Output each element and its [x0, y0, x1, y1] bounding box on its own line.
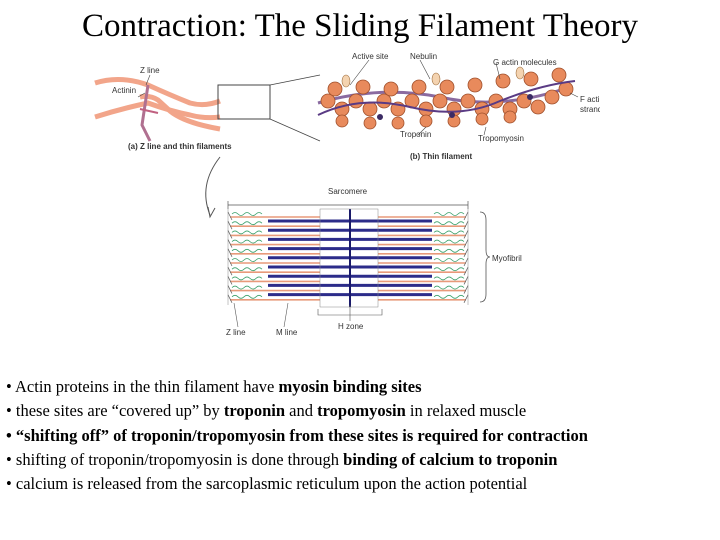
sarcomere-panel [227, 201, 491, 328]
titin-spring [231, 294, 263, 299]
label-panel-b: (b) Thin filament [410, 152, 473, 161]
titin-spring [231, 212, 263, 216]
bullet-item: • Actin proteins in the thin filament ha… [6, 377, 422, 396]
titin-spring [231, 230, 263, 235]
z-disc-mark [463, 276, 469, 285]
titin-spring [231, 221, 263, 226]
z-disc-mark [227, 248, 233, 257]
z-disc-mark [227, 294, 233, 303]
titin-spring [231, 267, 263, 272]
z-disc-mark [227, 276, 233, 285]
titin-spring [231, 248, 263, 253]
bullet-item: • calcium is released from the sarcoplas… [6, 474, 528, 494]
label-sarcomere: Sarcomere [328, 187, 368, 196]
label-myofibril: Myofibril [492, 254, 522, 263]
titin-spring [433, 294, 465, 299]
z-disc-mark [227, 211, 233, 221]
label-h-zone: H zone [338, 322, 364, 331]
titin-spring [231, 285, 263, 290]
z-disc-mark [463, 221, 469, 230]
h-zone-box [319, 208, 379, 308]
label-nebulin: Nebulin [410, 52, 437, 61]
titin-spring [433, 221, 465, 226]
label-active-site: Active site [352, 52, 389, 61]
titin-spring [433, 248, 465, 253]
label-troponin: Troponin [400, 130, 431, 139]
titin-spring [433, 258, 465, 262]
label-g-actin: G actin molecules [493, 58, 557, 67]
z-disc-mark [463, 248, 469, 257]
titin-spring [433, 230, 465, 235]
label-tropomyosin: Tropomyosin [478, 134, 524, 143]
z-disc-mark [227, 285, 233, 294]
z-line-panel [94, 74, 321, 219]
titin-spring [433, 267, 465, 272]
bullet-item: • these sites are “covered up” by tropon… [6, 401, 527, 421]
titin-spring [231, 276, 263, 281]
z-disc-mark [227, 221, 233, 230]
bullet-list: • Actin proteins in the thin filament ha… [6, 375, 718, 496]
thin-filament-panel [317, 59, 579, 136]
label-z-line-bottom: Z line [226, 328, 246, 337]
label-f-actin-strand: strand [580, 105, 600, 114]
z-disc-mark [227, 239, 233, 248]
z-disc-mark [463, 211, 469, 221]
z-disc-mark [463, 294, 469, 303]
titin-spring [433, 212, 465, 216]
z-disc-mark [463, 239, 469, 248]
titin-spring [231, 239, 263, 244]
titin-spring [433, 285, 465, 290]
titin-spring [433, 239, 465, 244]
z-disc-mark [227, 267, 233, 276]
z-disc-mark [463, 267, 469, 276]
bullet-item: • shifting of troponin/tropomyosin is do… [6, 449, 558, 469]
label-panel-a: (a) Z line and thin filaments [128, 142, 232, 151]
label-actinin: Actinin [112, 86, 136, 95]
label-m-line: M line [276, 328, 298, 337]
titin-spring [231, 258, 263, 262]
slide-title: Contraction: The Sliding Filament Theory [81, 8, 639, 44]
label-f-actin: F actin [580, 95, 600, 104]
z-disc-mark [463, 230, 469, 239]
bullet-item: • “shifting off” of troponin/tropomyosin… [6, 425, 588, 445]
z-disc-mark [227, 230, 233, 239]
sliding-filament-figure: Z line Actinin (a) Z line and thin filam… [94, 52, 600, 337]
label-z-line-top: Z line [140, 66, 160, 75]
z-disc-mark [227, 257, 233, 267]
z-disc-mark [463, 285, 469, 294]
titin-spring [433, 276, 465, 281]
z-disc-mark [463, 257, 469, 267]
